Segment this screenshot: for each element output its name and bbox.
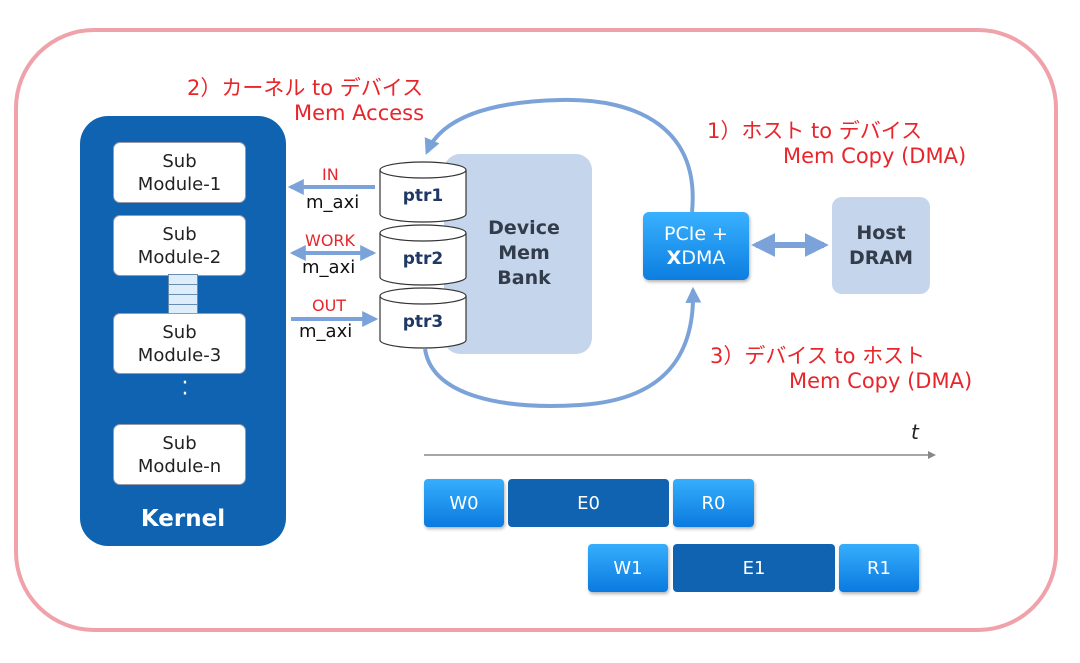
step2-label-line2: Mem Access: [294, 101, 425, 125]
step1-label-line1: 1）ホスト to デバイス: [707, 119, 923, 143]
timeline-w1: W1: [588, 544, 668, 592]
timeline-r1: R1: [839, 544, 919, 592]
ellipsis-dots: ··: [181, 371, 189, 407]
port-out-name: m_axi: [299, 321, 353, 342]
port-in-name: m_axi: [306, 192, 360, 213]
step2-label-line1: 2）カーネル to デバイス: [187, 76, 424, 100]
step3-label-line1: 3）デバイス to ホスト: [710, 344, 926, 368]
kernel-title: Kernel: [140, 506, 226, 532]
sub-module-n: Sub Module-n: [113, 424, 246, 485]
sub-module-1-line1: Sub: [162, 150, 197, 172]
ptr3-cylinder: [379, 287, 467, 349]
device-mem-bank: Device Mem Bank: [444, 154, 592, 354]
step3-label-line2: Mem Copy (DMA): [789, 369, 973, 393]
port-out-tag: OUT: [312, 296, 347, 315]
bank-label-line2: Mem: [498, 242, 550, 264]
pcie-label-line1: PCIe +: [664, 223, 728, 245]
fifo-buffer: [168, 274, 198, 314]
sub-module-3: Sub Module-3: [113, 313, 246, 374]
pcie-xdma-block: PCIe + XDMA: [643, 212, 749, 280]
ptr1-label: ptr1: [402, 186, 444, 206]
bank-label-line1: Device: [488, 217, 560, 239]
host-label-line2: DRAM: [848, 246, 913, 269]
port-in-tag: IN: [322, 165, 339, 184]
bank-label-line3: Bank: [497, 267, 551, 289]
timeline-e1: E1: [673, 544, 835, 592]
host-dram-block: Host DRAM: [832, 197, 930, 294]
timeline-w0: W0: [424, 479, 504, 527]
sub-module-3-line2: Module-3: [137, 344, 222, 366]
sub-module-n-line2: Module-n: [137, 455, 222, 477]
ptr2-label: ptr2: [402, 249, 444, 269]
host-label-line1: Host: [856, 221, 906, 244]
port-work-name: m_axi: [302, 257, 356, 278]
ptr2-cylinder: [379, 224, 467, 286]
sub-module-2-line2: Module-2: [137, 246, 222, 268]
sub-module-2-line1: Sub: [162, 223, 197, 245]
port-work-tag: WORK: [305, 231, 356, 250]
sub-module-3-line1: Sub: [162, 321, 197, 343]
sub-module-n-line1: Sub: [162, 432, 197, 454]
sub-module-1: Sub Module-1: [113, 142, 246, 203]
ptr1-cylinder: [379, 161, 467, 223]
sub-module-1-line2: Module-1: [137, 173, 222, 195]
kernel-block: Sub Module-1 Sub Module-2 Sub Module-3 ·…: [80, 116, 286, 546]
pcie-label-x: X: [666, 247, 682, 269]
outer-frame: [14, 28, 1058, 632]
timeline-r0: R0: [673, 479, 754, 527]
ptr3-label: ptr3: [402, 312, 444, 332]
step1-label-line2: Mem Copy (DMA): [783, 144, 967, 168]
sub-module-2: Sub Module-2: [113, 215, 246, 276]
time-axis-label: t: [911, 420, 919, 444]
timeline-e0: E0: [508, 479, 669, 527]
host-to-device-arrow: [424, 97, 695, 213]
device-to-host-arrow: [423, 286, 702, 408]
pcie-label-dma: DMA: [681, 247, 726, 269]
time-axis-head: [928, 451, 936, 459]
